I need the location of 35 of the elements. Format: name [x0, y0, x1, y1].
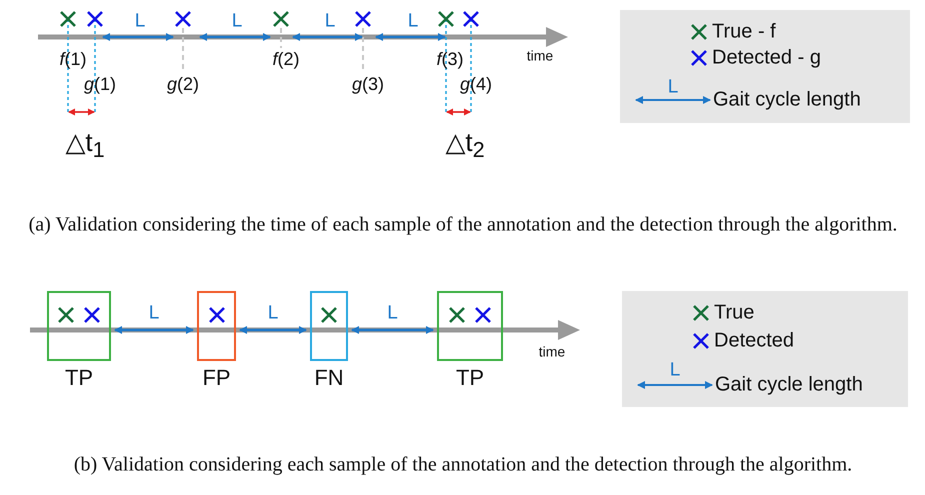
legend-label: True - f — [712, 20, 776, 44]
length-label: L — [408, 12, 418, 32]
caption: (b) Validation considering each sample of the annotation and the detection through the algorithm. — [72, 452, 854, 478]
edge-label: L — [148, 304, 160, 324]
result-label: FP — [202, 365, 231, 391]
result-label: FN — [314, 365, 344, 391]
event-label: f(1) — [60, 50, 86, 70]
event-label: g(1) — [84, 75, 116, 95]
event-label: g(4) — [460, 75, 492, 95]
length-label: L — [232, 12, 242, 32]
legend-label: Gait cycle length — [715, 374, 863, 396]
edge-label: L — [268, 304, 278, 324]
legend-label: Detected - g — [712, 46, 821, 70]
event-label: g(3) — [352, 75, 384, 95]
length-label: L — [670, 360, 680, 382]
caption: (a) Validation considering the time of each sample of the annotation and the detection through the algorithm. — [28, 212, 898, 238]
axis-label: time — [526, 48, 554, 64]
event-label: f(2) — [272, 50, 300, 70]
legend-label: True — [714, 302, 754, 324]
length-label: L — [324, 12, 336, 32]
result-label: TP — [456, 365, 484, 391]
legend-label: Gait cycle length — [713, 88, 861, 112]
time-difference-label: △t$_{2}$ — [445, 128, 485, 162]
arrow — [351, 326, 434, 334]
axis-label: time — [538, 344, 566, 360]
length-label: L — [134, 12, 146, 32]
legend-label: Detected — [714, 330, 794, 352]
edge-label: L — [387, 304, 398, 324]
event-label: g(2) — [167, 75, 199, 95]
arrow — [239, 326, 307, 334]
length-label: L — [668, 78, 678, 98]
arrow — [114, 326, 194, 334]
time-difference-label: △t$_{1}$ — [65, 128, 105, 162]
result-label: TP — [64, 365, 94, 391]
event-label: f(3) — [436, 50, 464, 70]
